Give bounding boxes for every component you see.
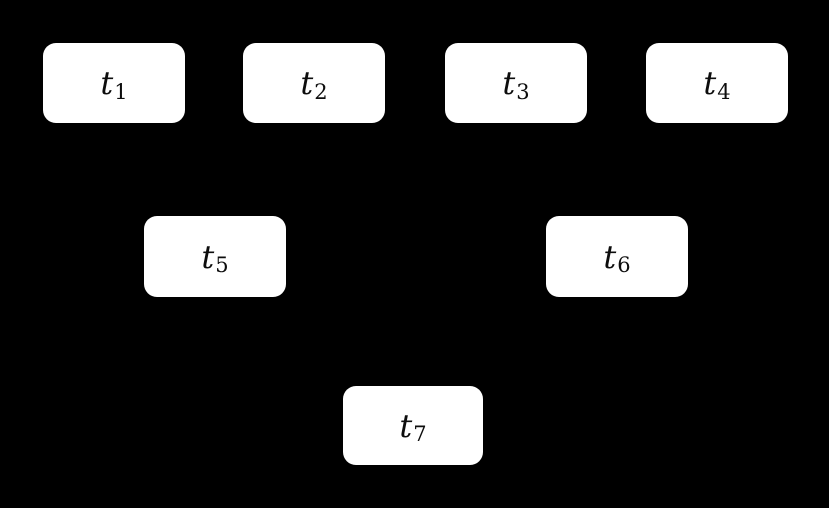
node-label-base: t (603, 237, 617, 276)
node-label-subscript: 2 (314, 79, 328, 104)
node-label-base: t (201, 237, 215, 276)
node-label-base: t (703, 64, 717, 102)
node-label-subscript: 1 (114, 79, 128, 104)
node-label-base: t (300, 64, 314, 102)
node-label-subscript: 7 (413, 422, 427, 446)
node-label-base: t (399, 406, 413, 445)
node-label-base: t (502, 64, 516, 102)
node-label-subscript: 5 (215, 253, 229, 277)
node-label-subscript: 6 (617, 253, 631, 277)
node-label-base: t (100, 64, 114, 102)
node-label-subscript: 3 (516, 79, 530, 104)
node-label-subscript: 4 (717, 79, 731, 104)
